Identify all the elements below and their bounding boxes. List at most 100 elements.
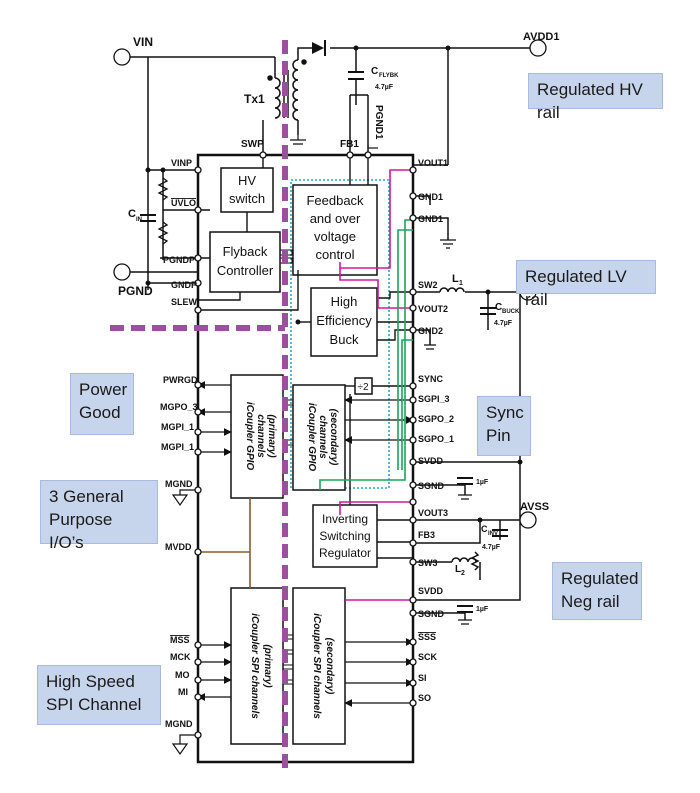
callout-neg-rail-line-1: Regulated: [561, 569, 639, 588]
callout-spi-line-2: SPI Channel: [46, 695, 142, 714]
right-external-wiring: [413, 195, 521, 620]
gnd1b-label: GND1: [418, 214, 443, 224]
callout-neg-rail: Regulated Neg rail: [552, 562, 642, 620]
mck-label: MCK: [170, 652, 191, 662]
sgpo2-label: SGPO_2: [418, 414, 454, 424]
callout-sync-pin-line-2: Pin: [486, 426, 511, 445]
pwrgd-label: PWRGD: [163, 375, 198, 385]
fb1-label: FB1: [340, 139, 359, 150]
cflybk-value-label: 4.7µF: [375, 84, 394, 91]
svdd-label: SVDD: [418, 456, 444, 466]
callout-neg-rail-line-2: Neg rail: [561, 592, 620, 611]
mgpi1a-label: MGPI_1: [161, 422, 194, 432]
sw2-label: SW2: [418, 280, 438, 290]
slew-label: SLEW: [171, 297, 198, 307]
gpio-secondary-line-1: iCoupler GPIO: [306, 403, 317, 472]
mss-label: MSS: [170, 635, 190, 645]
junction-dots: [145, 45, 523, 523]
inverting-line-2: Switching: [319, 529, 370, 543]
l1-sub-label: 1: [459, 280, 463, 287]
cinv-sub-label: INV: [488, 531, 498, 537]
cin-label: C: [128, 208, 136, 220]
vout3-label: VOUT3: [418, 508, 448, 518]
l1-label: L: [452, 273, 459, 285]
diode-icon: [312, 40, 326, 56]
feedback-control-block: [292, 184, 378, 276]
spi-secondary-block: [292, 587, 346, 745]
mgpo3-label: MGPO_3: [160, 402, 198, 412]
flyback-line-1: Flyback: [223, 244, 268, 259]
inverting-regulator-block: [312, 504, 378, 568]
mgnd2-label: MGND: [165, 719, 193, 729]
cin-sub-label: IN: [136, 217, 142, 223]
callout-sync-pin: Sync Pin: [477, 396, 531, 456]
vout3-feedback-net: [339, 501, 413, 515]
spi-secondary-line-2: (secondary): [324, 638, 335, 695]
gnd1a-label: GND1: [418, 192, 443, 202]
mo-label: MO: [175, 670, 190, 680]
callout-lv-rail: Regulated LV rail: [516, 260, 656, 309]
svdd2-label: SVDD: [418, 586, 444, 596]
feedback-line-1: Feedback: [306, 193, 364, 208]
callout-gpio-line-2: Purpose I/O’s: [49, 510, 113, 552]
feedback-line-2: and over: [310, 211, 361, 226]
ground-symbols: [171, 239, 472, 756]
sgnd2-label: SGND: [418, 609, 445, 619]
cbuck-sub-label: BUCK: [502, 309, 520, 315]
hv-switch-line-2: switch: [229, 191, 265, 206]
buck-line-2: Efficiency: [316, 313, 372, 328]
spi-secondary-line-1: iCoupler SPI channels: [311, 613, 322, 719]
divide-by-two-label: ÷2: [357, 382, 368, 393]
mi-label: MI: [178, 687, 188, 697]
gpio-primary-line-2: channels: [255, 414, 266, 458]
sw3-label: SW3: [418, 558, 438, 568]
spi-primary-line-1: iCoupler SPI channels: [249, 613, 260, 719]
isolated-region-outline: [290, 179, 390, 489]
internal-wiring: [198, 155, 413, 559]
sgpi3-label: SGPI_3: [418, 394, 450, 404]
sgnd-label: SGND: [418, 481, 445, 491]
gpio-primary-line-3: (primary): [266, 414, 277, 458]
l2-sub-label: 2: [461, 570, 465, 577]
pgndp-label: PGNDP: [163, 255, 195, 265]
mgpi1b-label: MGPI_1: [161, 442, 194, 452]
cinv-label: C: [481, 524, 488, 534]
pgnd-label: PGND: [118, 284, 153, 298]
input-wiring: [130, 169, 210, 284]
vout2-label: VOUT2: [418, 304, 448, 314]
cap-1uf2-label: 1µF: [476, 606, 489, 613]
buck-inductor: [439, 287, 465, 293]
gnd2-label: GND2: [418, 326, 443, 336]
mgnd-label: MGND: [165, 479, 193, 489]
gnd-net-a: [319, 219, 413, 490]
callout-lv-rail-text: Regulated LV rail: [525, 267, 627, 309]
uvlo-label: UVLO: [171, 198, 196, 208]
callout-sync-pin-line-1: Sync: [486, 403, 524, 422]
callout-gpio-line-1: 3 General: [49, 487, 124, 506]
input-capacitor: [140, 214, 156, 222]
swp-label: SWP: [241, 139, 264, 150]
cflybk-label: C: [371, 66, 378, 77]
callout-spi: High Speed SPI Channel: [37, 665, 161, 725]
top-wiring: [130, 47, 530, 290]
vinp-label: VINP: [171, 158, 192, 168]
sck-label: SCK: [418, 652, 438, 662]
hv-switch-line-1: HV: [238, 173, 256, 188]
flyback-controller-block: [209, 231, 281, 293]
callout-gpio: 3 General Purpose I/O’s: [40, 480, 158, 552]
gnd2-net: [401, 339, 413, 470]
spi-signal-lines: [197, 638, 414, 707]
tx1-label: Tx1: [244, 92, 265, 106]
flyback-line-2: Controller: [217, 263, 274, 278]
fb3-label: FB3: [418, 530, 435, 540]
buck-line-3: Buck: [330, 332, 359, 347]
cbuck-label: C: [495, 302, 502, 313]
gndp-label: GNDP: [171, 280, 197, 290]
vout1-feedback-net: [340, 169, 413, 269]
inverting-line-1: Inverting: [322, 512, 368, 526]
gnd-net-b: [397, 229, 413, 470]
cinv-value-label: 4.7µF: [482, 544, 501, 551]
gpio-secondary-line-3: (secondary): [328, 409, 339, 466]
l2-label: L: [455, 564, 461, 575]
